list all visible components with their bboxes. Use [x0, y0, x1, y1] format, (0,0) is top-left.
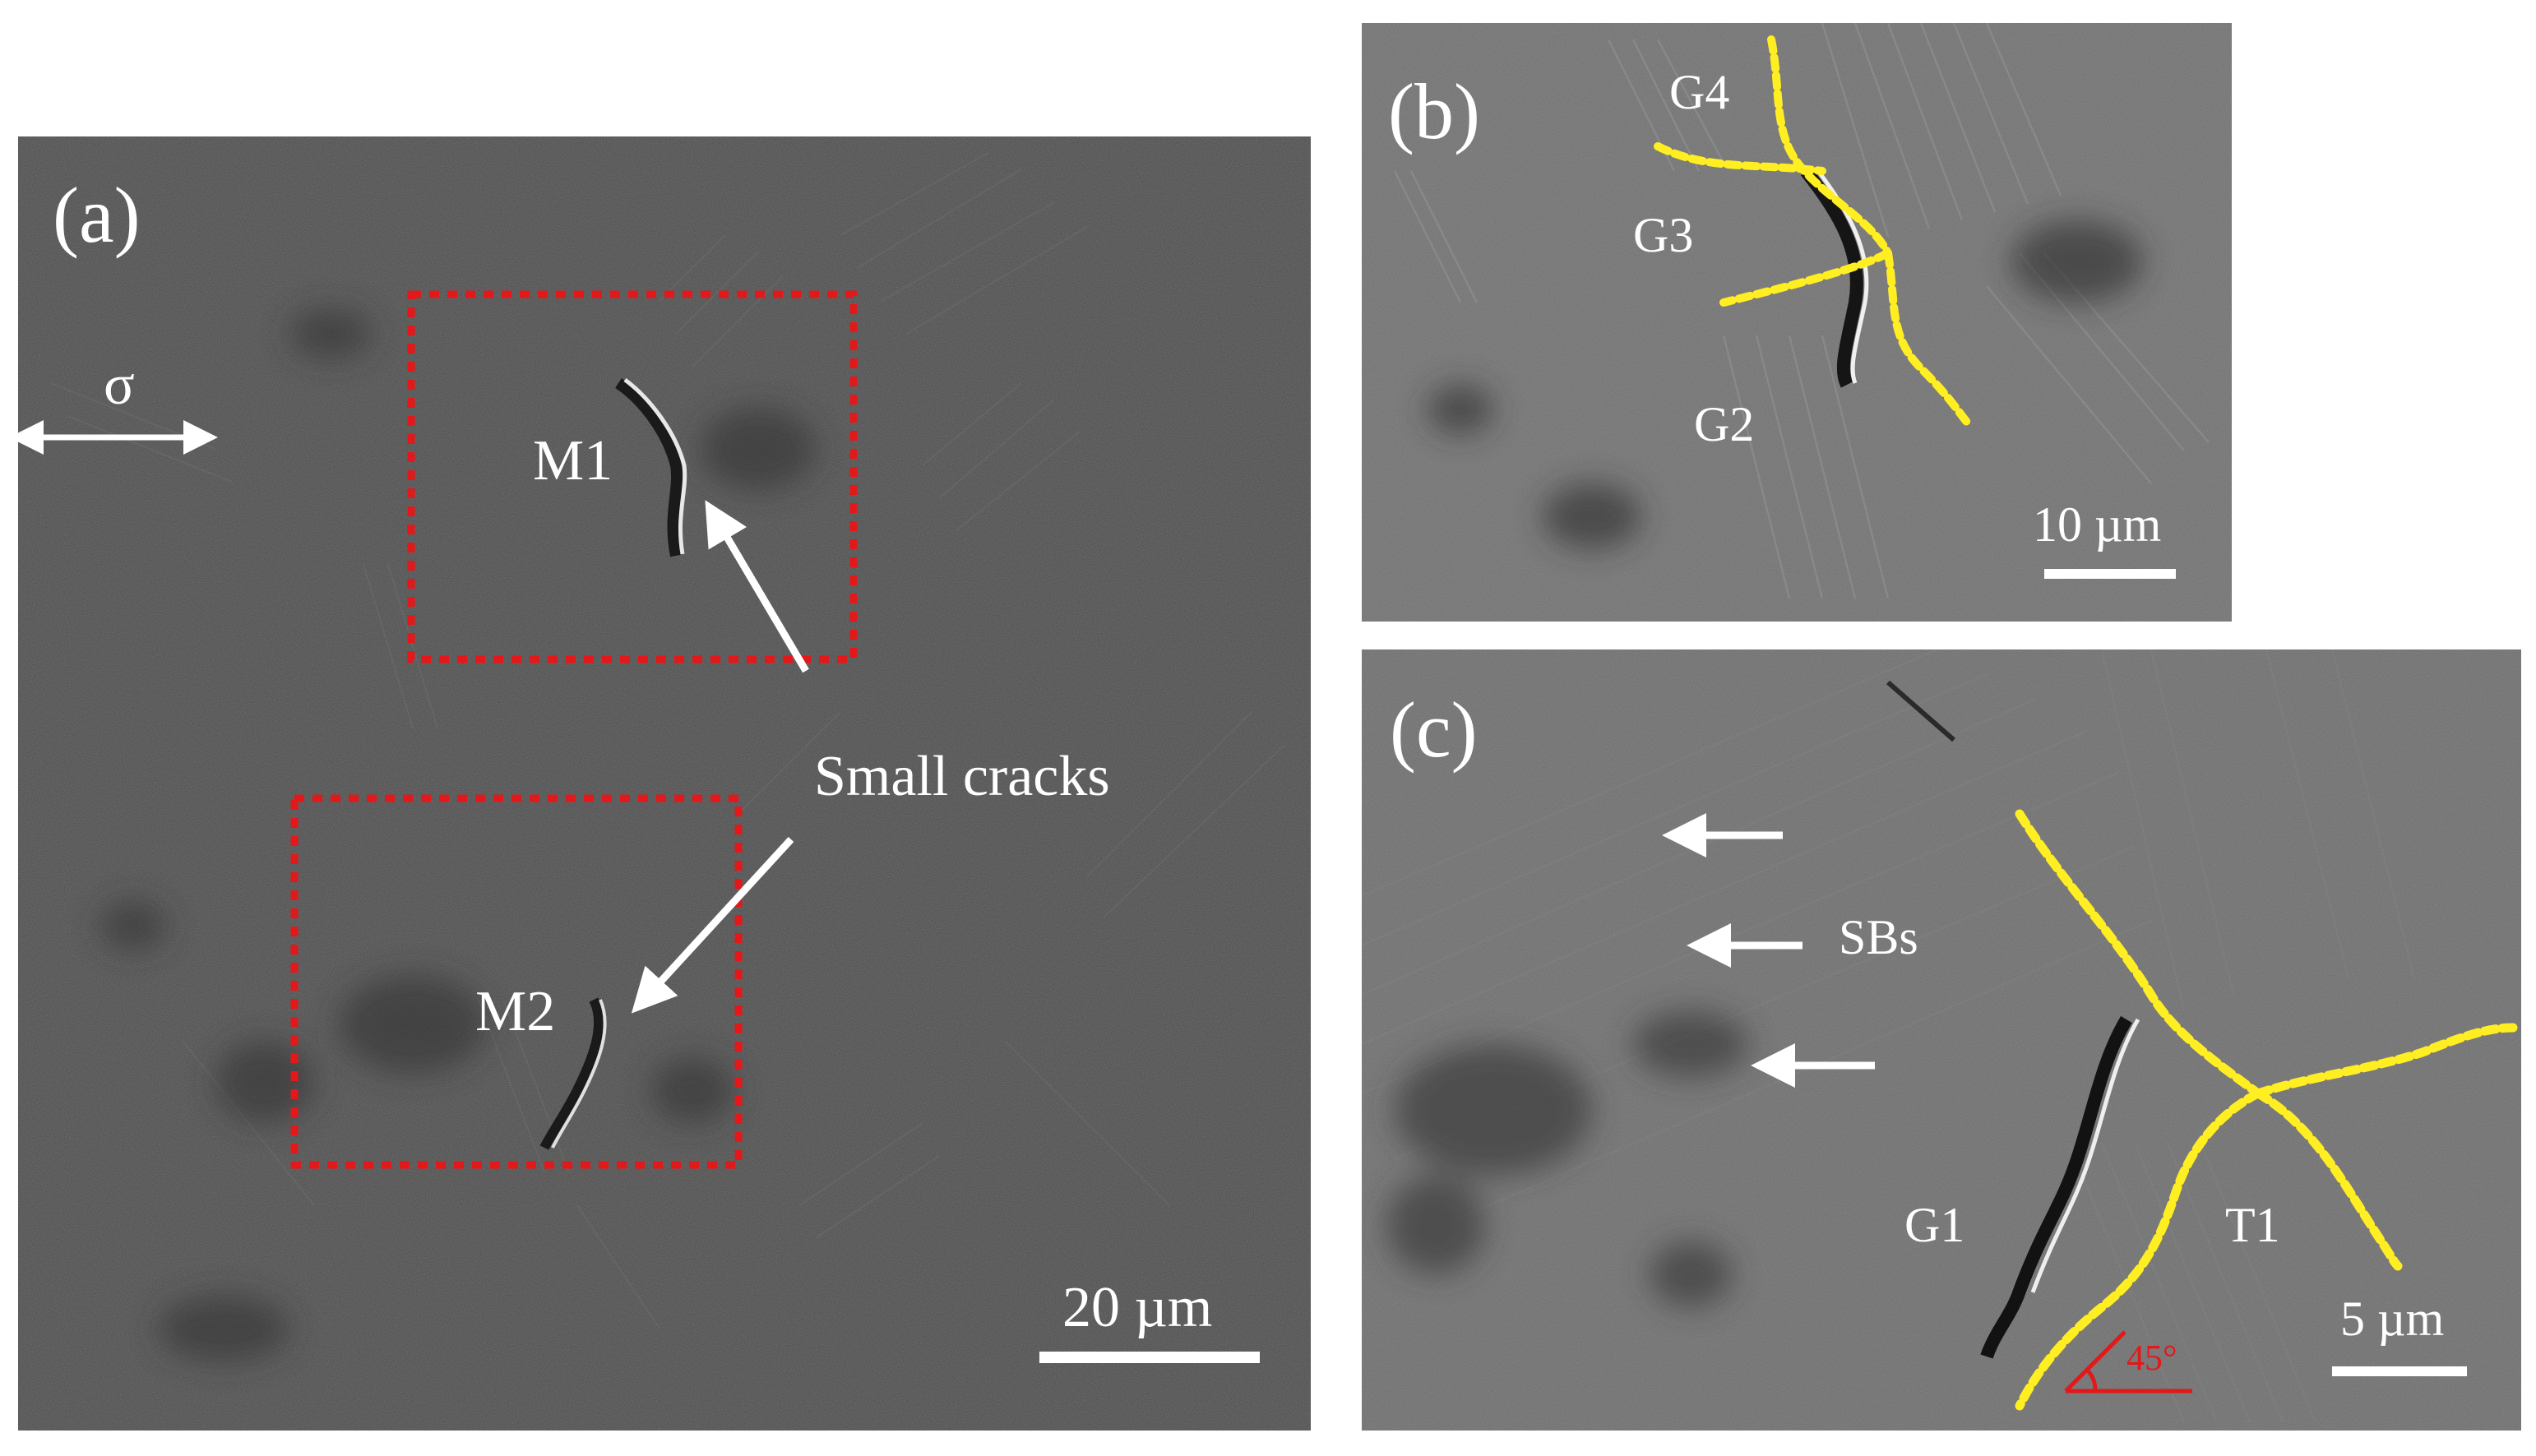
box-m1 — [407, 290, 858, 663]
grain-boundaries-c — [2015, 809, 2518, 1411]
grain-label-g4: G4 — [1669, 65, 1730, 119]
panel-a-label: (a) — [53, 171, 141, 259]
stress-symbol: σ — [104, 354, 135, 417]
arrow-to-m1 — [705, 500, 809, 673]
angle-label: 45° — [2126, 1338, 2177, 1378]
crack-label-m2: M2 — [475, 980, 556, 1043]
grain-label-g2: G2 — [1694, 397, 1755, 451]
grain-label-g1: G1 — [1904, 1198, 1965, 1252]
crack-m1 — [614, 378, 683, 557]
scale-label-c: 5 µm — [2340, 1292, 2445, 1346]
scale-bar-c — [2332, 1366, 2467, 1376]
scale-label-b: 10 µm — [2033, 497, 2162, 552]
grain-label-g3: G3 — [1633, 208, 1694, 262]
angle-marker — [2064, 1330, 2192, 1394]
crack-c — [1980, 1015, 2132, 1359]
panel-a-micrograph: (a) σ M1 M2 Small cracks 20 µm — [18, 136, 1311, 1431]
scale-bar-a — [1039, 1352, 1260, 1363]
small-cracks-label: Small cracks — [814, 745, 1110, 808]
panel-c-overlay — [1662, 809, 2518, 1411]
panel-a-background — [18, 136, 1311, 1431]
arrow-to-m2 — [631, 836, 794, 1014]
crack-label-m1: M1 — [533, 429, 613, 492]
crack-b — [1800, 167, 1863, 388]
sb-label: SBs — [1839, 910, 1918, 964]
panel-c-micrograph: (c) SBs G1 T1 45° 5 µm — [1362, 649, 2521, 1431]
panel-b-label: (b) — [1388, 67, 1480, 155]
grain-boundaries-b — [1654, 35, 1974, 430]
box-m2 — [290, 794, 743, 1169]
panel-a-overlay — [18, 290, 1260, 1363]
scale-bar-b — [2044, 569, 2176, 579]
panel-c-background — [1362, 649, 2521, 1431]
twin-label-t1: T1 — [2225, 1198, 2280, 1252]
panel-c-label: (c) — [1390, 686, 1478, 774]
panel-b-background — [1362, 23, 2232, 622]
crack-m2 — [539, 997, 604, 1150]
panel-b-overlay — [1654, 35, 2176, 579]
panel-b-micrograph: (b) G4 G3 G2 10 µm — [1362, 23, 2232, 622]
scale-label-a: 20 µm — [1062, 1276, 1213, 1339]
